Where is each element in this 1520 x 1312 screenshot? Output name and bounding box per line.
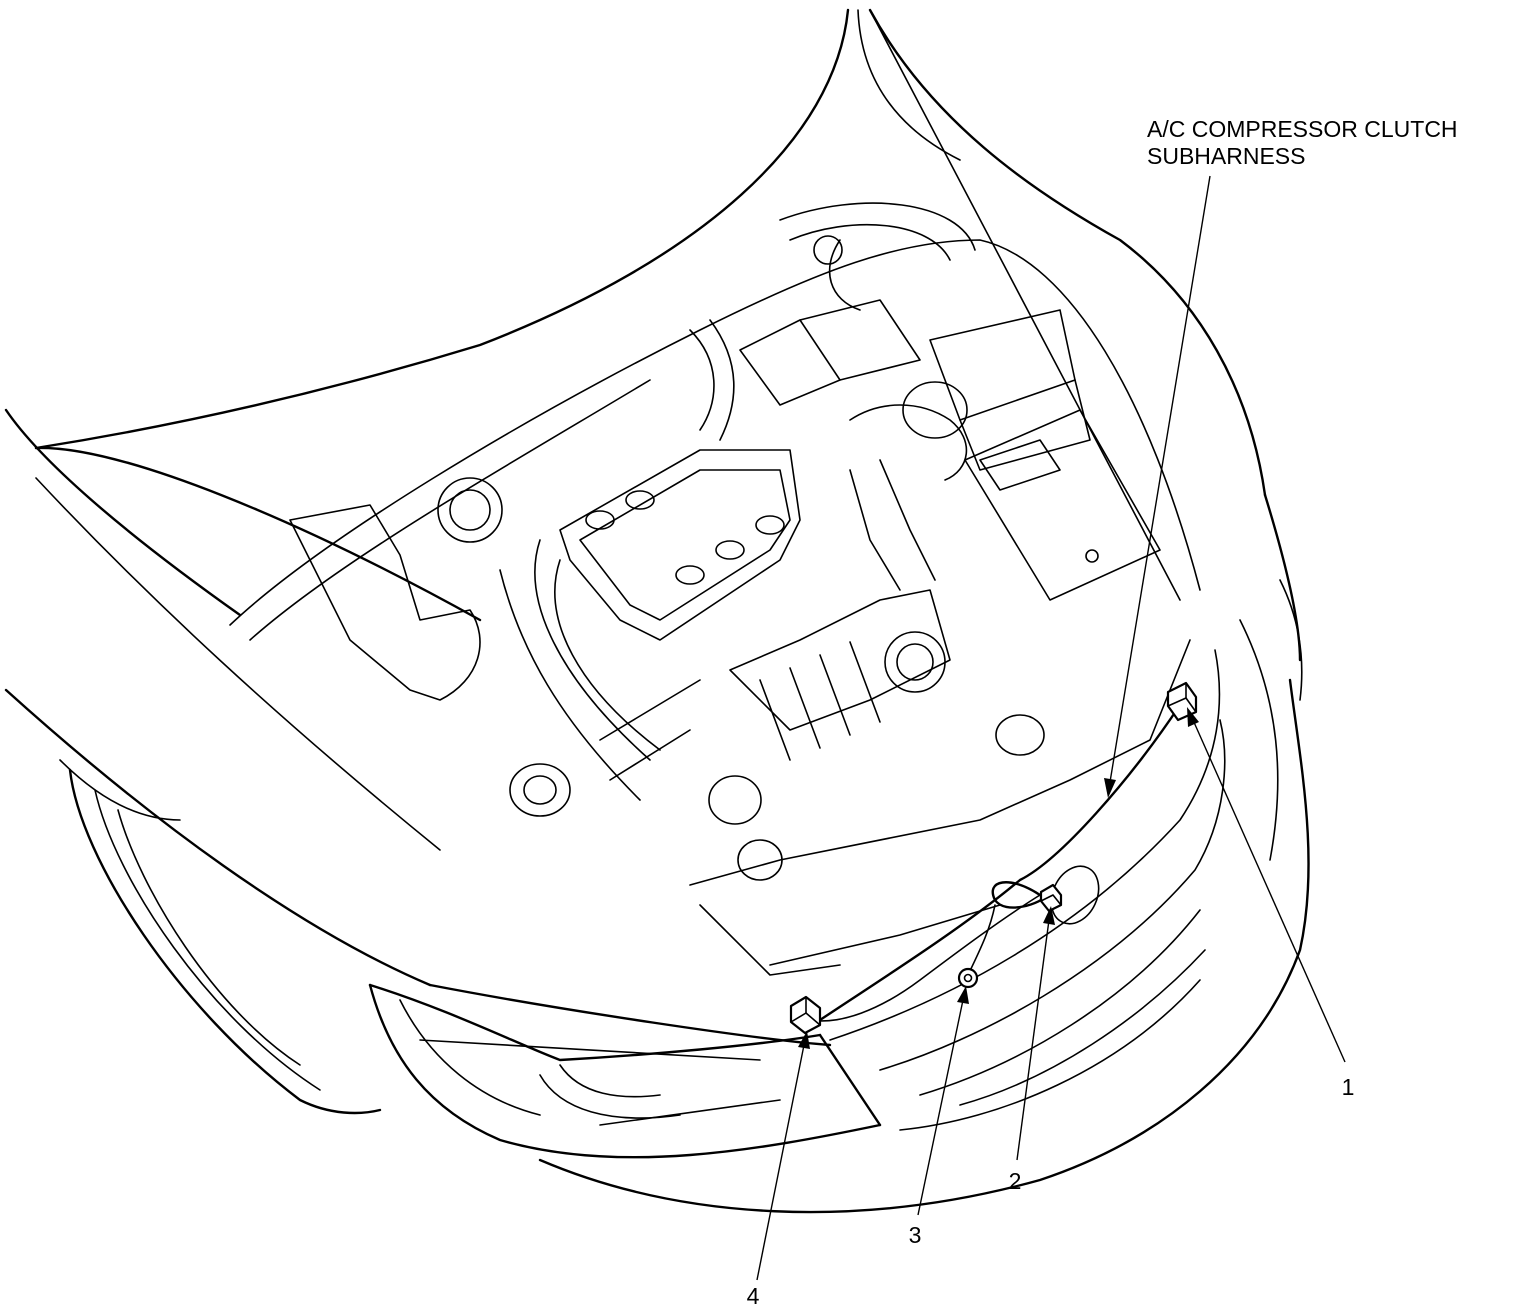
left-fender	[4, 408, 441, 1115]
component-label: A/C COMPRESSOR CLUTCH SUBHARNESS	[1147, 116, 1458, 170]
pointer-arrow-icon	[957, 986, 969, 1004]
front-bumper	[428, 493, 1310, 1214]
leader-lines	[756, 175, 1346, 1281]
component-label-line1: A/C COMPRESSOR CLUTCH	[1147, 116, 1458, 142]
ground-terminal-icon	[957, 967, 979, 989]
callout-1: 1	[1341, 1074, 1355, 1100]
pointer-arrow-icon	[1043, 906, 1055, 925]
connector-icon	[1039, 883, 1063, 913]
callout-4: 4	[746, 1283, 760, 1309]
engine-bay	[229, 202, 1201, 976]
component-label-line2: SUBHARNESS	[1147, 143, 1306, 169]
hood-outline	[34, 8, 1267, 622]
connector-icon	[789, 995, 822, 1035]
pointer-arrow-icon	[1104, 778, 1116, 798]
callout-3: 3	[908, 1222, 922, 1248]
pointer-arrow-icon	[1187, 707, 1199, 727]
callout-2: 2	[1008, 1168, 1022, 1194]
pointer-arrow-icon	[798, 1031, 810, 1049]
left-headlight	[368, 983, 882, 1159]
ac-compressor-clutch-subharness	[809, 703, 1182, 1022]
